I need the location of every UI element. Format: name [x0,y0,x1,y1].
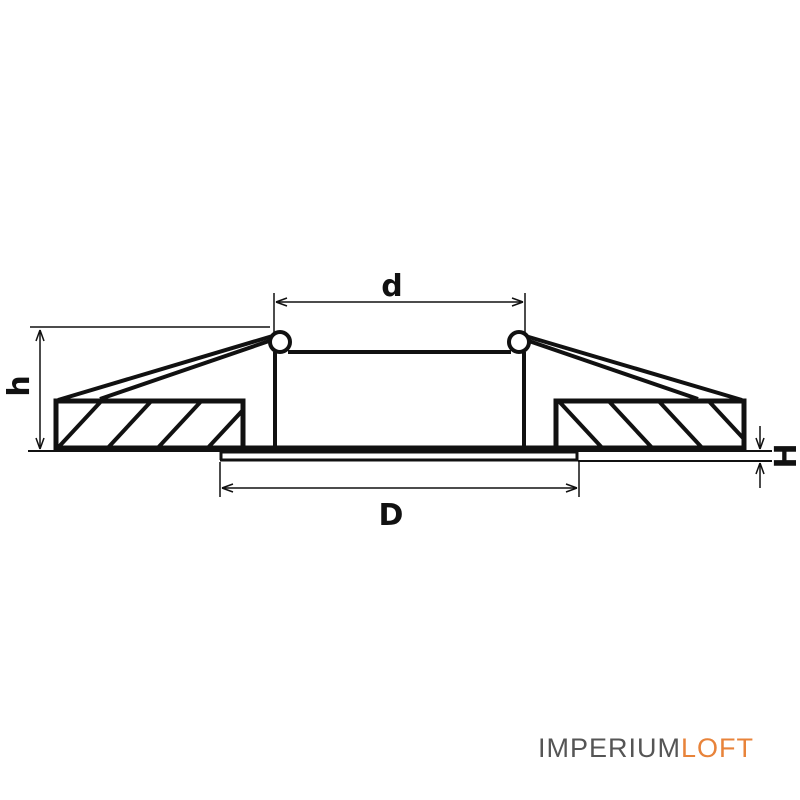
left-pivot [268,330,292,354]
left-ceiling-section [53,398,246,451]
dimension-D [219,462,580,497]
dimension-h-label: h [2,375,37,396]
pivot-points [268,330,531,354]
right-ceiling-section [553,398,747,451]
trim-flange [219,450,579,462]
dimension-h [30,326,270,450]
lamp-body [243,350,556,451]
dimension-d-label: d [381,269,402,304]
spring-clips [57,333,743,402]
right-pivot [507,330,531,354]
watermark-imperium: IMPERIUM [538,733,681,763]
dimension-H-label: H [769,443,800,468]
dimension-d [273,293,526,336]
reference-lines [28,450,772,462]
imperiumloft-watermark: IMPERIUMLOFT [538,733,754,764]
dimension-D-label: D [379,498,404,533]
dimension-H [755,426,765,488]
watermark-loft: LOFT [681,733,755,763]
